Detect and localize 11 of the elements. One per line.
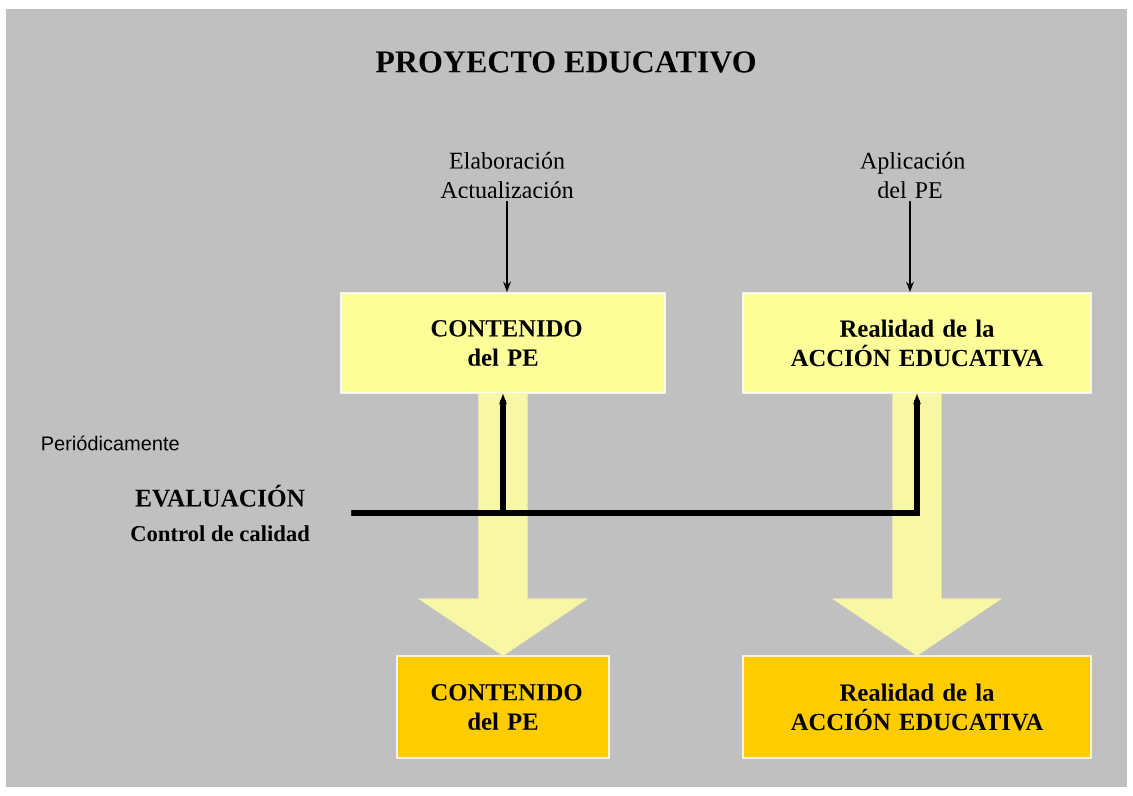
content-box: Realidad de la ACCIÓN EDUCATIVA [742, 655, 1092, 759]
content-box: CONTENIDO del PE [340, 292, 666, 394]
block-arrow [831, 393, 1003, 656]
title: PROYECTO EDUCATIVO [375, 51, 756, 73]
step-label: Aplicación del PE [860, 151, 965, 199]
content-box: Realidad de la ACCIÓN EDUCATIVA [742, 292, 1092, 394]
step-label: Elaboración Actualización [440, 151, 574, 199]
block-arrow [417, 393, 589, 656]
note-label: Periódicamente [42, 435, 179, 451]
content-box: CONTENIDO del PE [396, 655, 610, 759]
evaluation-label: EVALUACIÓN Control de calidad [131, 484, 310, 542]
